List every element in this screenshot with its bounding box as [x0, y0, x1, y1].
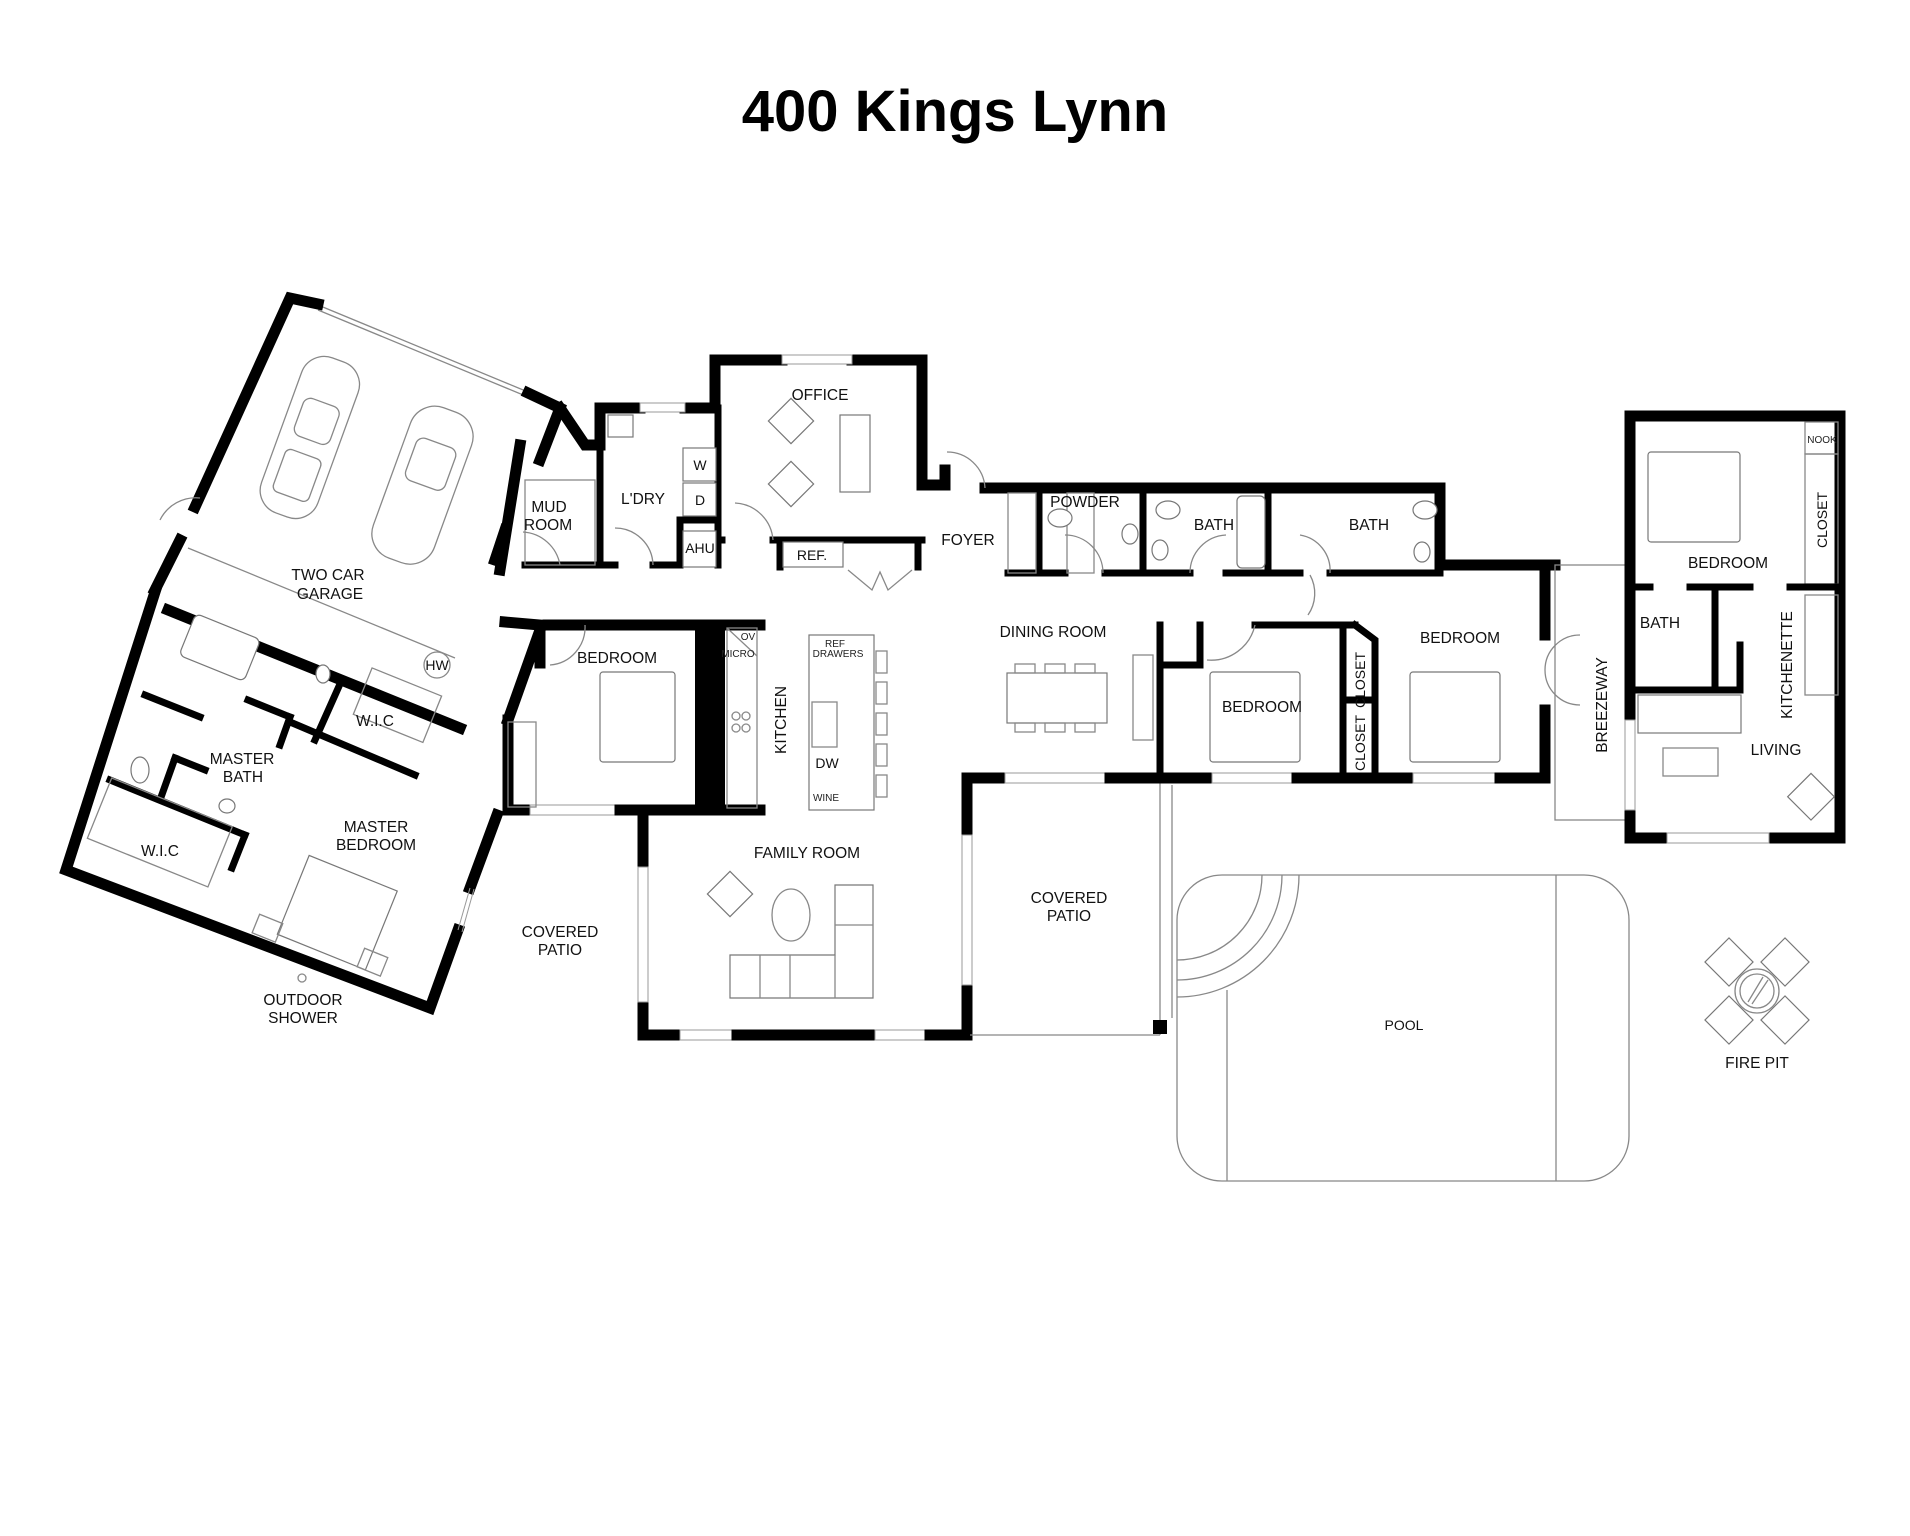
label-covered-patio-east-1: COVERED — [1031, 890, 1108, 907]
kitchen-partition — [695, 625, 725, 810]
plan-title: 400 Kings Lynn — [741, 79, 1169, 144]
label-fire-pit: FIRE PIT — [1725, 1055, 1789, 1072]
label-oven: OV — [741, 632, 756, 643]
label-dishwasher: DW — [815, 755, 839, 771]
kitchen-bedroom: BEDROOM OV MICRO KITCHEN REF DRAWERS DW … — [499, 616, 888, 816]
armchair-icon — [1786, 772, 1836, 821]
sofa-icon — [1637, 694, 1742, 734]
label-garage-1: TWO CAR — [291, 567, 364, 584]
label-office: OFFICE — [792, 387, 849, 404]
east-bedrooms: BEDROOM BEDROOM CLOSET CLOSET BREEZEWAY — [1156, 559, 1628, 821]
label-micro: MICRO — [721, 649, 755, 660]
label-bath-1: BATH — [1194, 517, 1234, 534]
pool: POOL — [1171, 785, 1630, 1182]
label-mud-room-1: MUD — [531, 499, 566, 516]
label-bedroom-east: BEDROOM — [1420, 630, 1500, 647]
label-ahu: AHU — [685, 540, 715, 556]
label-laundry: L'DRY — [621, 491, 665, 508]
label-guest-closet: CLOSET — [1814, 492, 1830, 548]
master-suite: MASTER BATH W.I.C W.I.C MASTER BEDROOM O… — [59, 585, 505, 1027]
label-guest-kitchenette: KITCHENETTE — [1779, 611, 1796, 719]
label-wic-2: W.I.C — [141, 843, 179, 860]
label-covered-patio-east-2: PATIO — [1047, 908, 1091, 925]
fire-pit-icon — [1734, 968, 1780, 1014]
north-wing: FOYER POWDER BATH BATH — [939, 451, 1561, 577]
guest-house: NOOK CLOSET BEDROOM BATH KITCHENETTE LIV… — [1624, 410, 1846, 844]
desk-icon — [839, 414, 871, 493]
label-covered-patio-west-2: PATIO — [538, 942, 582, 959]
outdoor-shower-icon — [297, 973, 307, 983]
label-wine: WINE — [813, 793, 839, 804]
label-outdoor-shower-1: OUTDOOR — [263, 992, 342, 1009]
utility-wing: MUD ROOM L'DRY W D AHU REF. OFFICE — [493, 354, 951, 592]
label-master-bath-2: BATH — [223, 769, 263, 786]
armchair-icon — [706, 870, 754, 918]
label-guest-nook: NOOK — [1807, 435, 1837, 446]
label-family-room: FAMILY ROOM — [754, 845, 860, 862]
label-guest-bath: BATH — [1640, 615, 1680, 632]
label-breezeway: BREEZEWAY — [1594, 657, 1611, 753]
bed-icon — [1409, 671, 1501, 763]
label-outdoor-shower-2: SHOWER — [268, 1010, 338, 1027]
label-dining-room: DINING ROOM — [1000, 624, 1107, 641]
car-icon — [371, 405, 474, 565]
label-washer: W — [693, 457, 707, 473]
label-pool: POOL — [1385, 1017, 1424, 1033]
armchair-icon — [767, 397, 815, 445]
label-hw: HW — [425, 657, 449, 673]
label-closet-2: CLOSET — [1352, 715, 1368, 771]
label-guest-living: LIVING — [1751, 742, 1802, 759]
label-mud-room-2: ROOM — [524, 517, 572, 534]
dining-table-icon — [1006, 672, 1108, 724]
label-covered-patio-west-1: COVERED — [522, 924, 599, 941]
sectional-sofa-icon — [729, 884, 874, 999]
armchair-icon — [767, 460, 815, 508]
living-core: DINING ROOM FAMILY ROOM COVERED PATIO CO… — [522, 624, 1168, 1041]
label-powder: POWDER — [1050, 494, 1120, 511]
label-foyer: FOYER — [941, 532, 994, 549]
label-bedroom-center: BEDROOM — [1222, 699, 1302, 716]
label-master-bedroom-2: BEDROOM — [336, 837, 416, 854]
fire-pit: FIRE PIT — [1704, 937, 1810, 1072]
bathtub-icon — [1236, 495, 1266, 569]
bed-icon — [599, 671, 676, 763]
label-dryer: D — [695, 492, 705, 508]
label-master-bath-1: MASTER — [210, 751, 275, 768]
label-garage-2: GARAGE — [297, 586, 363, 603]
label-kitchen: KITCHEN — [773, 686, 790, 754]
label-master-bedroom-1: MASTER — [344, 819, 409, 836]
bed-icon — [1209, 671, 1301, 763]
label-ref: REF. — [797, 547, 827, 563]
water-heater-icon — [423, 651, 451, 679]
coffee-table-icon — [771, 888, 811, 942]
label-closet-1: CLOSET — [1352, 652, 1368, 708]
label-wic-1: W.I.C — [356, 713, 394, 730]
label-bath-2: BATH — [1349, 517, 1389, 534]
bed-icon — [1647, 451, 1741, 543]
car-icon — [259, 355, 361, 520]
label-ref-drawers-1: REF — [825, 639, 845, 650]
label-guest-bedroom: BEDROOM — [1688, 555, 1768, 572]
label-ref-drawers-2: DRAWERS — [813, 649, 864, 660]
label-bedroom-west: BEDROOM — [577, 650, 657, 667]
kitchen-island — [808, 634, 875, 811]
